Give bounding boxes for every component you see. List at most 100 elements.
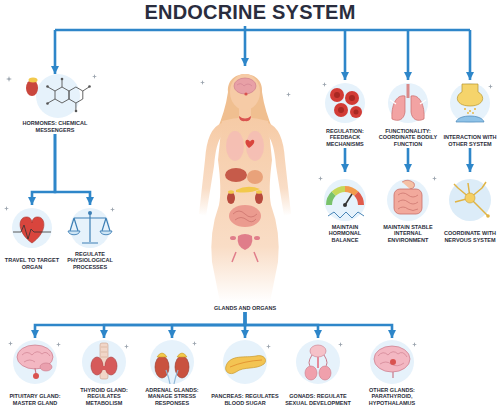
thyroid-icon xyxy=(98,366,110,370)
molecule-icon xyxy=(69,87,83,103)
flow-arrow xyxy=(35,312,245,338)
title-arrows xyxy=(469,30,472,80)
node-label: TRAVEL TO TARGET ORGAN xyxy=(2,257,62,270)
sparkles xyxy=(286,92,291,97)
gauge-icon xyxy=(329,194,334,205)
pancreas-icon xyxy=(226,356,266,374)
molecule-icon xyxy=(46,85,49,88)
sparkles xyxy=(192,341,197,346)
sparkles xyxy=(4,74,493,349)
blood-cells-icon xyxy=(345,91,359,105)
glands-node: COORDINATE WITH NERVOUS SYSTEM xyxy=(440,172,500,244)
flow-arrow xyxy=(244,312,247,338)
sparkles xyxy=(4,206,9,211)
molecule-icon xyxy=(55,87,69,103)
glands-node: REGULATE PHYSIOLOGICAL PROCESSES xyxy=(60,205,120,271)
blood-cells-icon xyxy=(334,103,348,117)
heart-icon xyxy=(12,208,52,248)
blood-cells-icon xyxy=(334,92,340,98)
sparkles xyxy=(338,342,343,347)
glands-node: INTERACTION WITH OTHER SYSTEM xyxy=(440,80,500,148)
gauge-icon xyxy=(324,179,366,221)
node-label: PITUITARY GLAND: MASTER GLAND xyxy=(1,393,69,406)
node-label: FUNCTIONALITY: COORDINATE BODILY FUNCTIO… xyxy=(378,128,438,147)
gonads-icon xyxy=(310,345,326,357)
human-body-illustration xyxy=(237,84,252,86)
sparkles xyxy=(92,74,97,79)
intestines-icon xyxy=(394,189,422,214)
human-body-illustration xyxy=(246,131,264,161)
lungs-icon xyxy=(411,96,424,121)
human-body-illustration xyxy=(226,131,244,161)
title-arrows xyxy=(54,30,57,74)
synapse-icon xyxy=(450,83,490,123)
sparkles xyxy=(322,82,327,87)
pituitary-icon xyxy=(17,345,53,379)
gauge-icon xyxy=(345,189,356,194)
glands-node: MAINTAIN STABLE INTERNAL ENVIRONMENT xyxy=(378,172,438,244)
scale-icon xyxy=(70,213,110,243)
sparkles xyxy=(124,344,129,349)
node-label: MAINTAIN HORMONAL BALANCE xyxy=(315,224,375,243)
glands-node: ADRENAL GLANDS: MANAGE STRESS RESPONSES xyxy=(138,338,206,407)
pancreas-icon xyxy=(230,360,262,367)
heart-icon xyxy=(13,225,51,239)
sparkles xyxy=(110,207,115,212)
flow-arrow xyxy=(469,148,472,172)
flow-arrow xyxy=(104,312,245,338)
title-arrows xyxy=(344,30,347,80)
intestines-icon xyxy=(398,193,418,211)
human-body-illustration xyxy=(230,74,260,110)
neuron-icon xyxy=(449,179,491,221)
node-label: MAINTAIN STABLE INTERNAL ENVIRONMENT xyxy=(378,224,438,243)
synapse-icon xyxy=(464,108,476,114)
glands-node: OTHER GLANDS: PARATHYROID, HYPOTHALAMUS xyxy=(358,338,426,407)
intestines-icon xyxy=(387,179,429,221)
flow-arrow xyxy=(407,148,410,172)
glands-node: GONADS: REGULATE SEXUAL DEVELOPMENT xyxy=(284,338,352,407)
icon-backdrops xyxy=(150,340,194,384)
molecule-icon xyxy=(46,102,49,105)
node-label: HORMONES: CHEMICAL MESSENGERS xyxy=(12,120,98,133)
human-body-illustration xyxy=(244,92,247,95)
molecule-icon xyxy=(88,85,91,88)
lungs-icon xyxy=(392,96,405,121)
neuron-icon xyxy=(449,179,491,221)
human-body-illustration xyxy=(238,234,253,250)
node-label: THYROID GLAND: REGULATES METABOLISM xyxy=(70,387,138,406)
glands-node: MAINTAIN HORMONAL BALANCE xyxy=(315,172,375,244)
glands-node: PITUITARY GLAND: MASTER GLAND xyxy=(1,338,69,407)
glands-node: GLANDS AND ORGANS xyxy=(175,66,315,312)
gonads-icon xyxy=(317,357,319,368)
brain-icon xyxy=(374,346,410,372)
diagram-title: ENDOCRINE SYSTEM xyxy=(0,1,500,24)
pituitary-icon xyxy=(33,373,39,379)
human-body-illustration xyxy=(256,190,262,194)
human-body-illustration xyxy=(239,116,251,121)
icon-backdrops xyxy=(82,340,126,384)
pituitary-icon xyxy=(40,363,52,371)
human-body-illustration xyxy=(227,192,235,204)
molecule-icon xyxy=(26,74,91,118)
scale-icon xyxy=(70,208,110,248)
node-label: GLANDS AND ORGANS xyxy=(175,305,315,311)
molecule-icon xyxy=(61,78,64,81)
blood-cells-icon xyxy=(350,106,362,118)
human-body-illustration xyxy=(225,168,247,182)
blood-cells-icon xyxy=(325,83,365,123)
icon-backdrops xyxy=(13,340,414,384)
molecule-icon xyxy=(48,80,89,110)
intestines-icon xyxy=(402,180,415,189)
sparkles xyxy=(8,341,13,346)
node-label: COORDINATE WITH NERVOUS SYSTEM xyxy=(440,230,500,243)
node-label: REGULATION: FEEDBACK MECHANISMS xyxy=(315,128,375,147)
adrenal-icon xyxy=(155,353,189,384)
node-label: INTERACTION WITH OTHER SYSTEM xyxy=(440,134,500,147)
blood-cells-icon xyxy=(330,88,344,102)
adrenal-icon xyxy=(177,353,187,357)
neuron-icon xyxy=(465,193,475,203)
brain-icon xyxy=(392,372,393,378)
glands-node: REGULATION: FEEDBACK MECHANISMS xyxy=(315,80,375,148)
sparkles xyxy=(412,342,417,347)
